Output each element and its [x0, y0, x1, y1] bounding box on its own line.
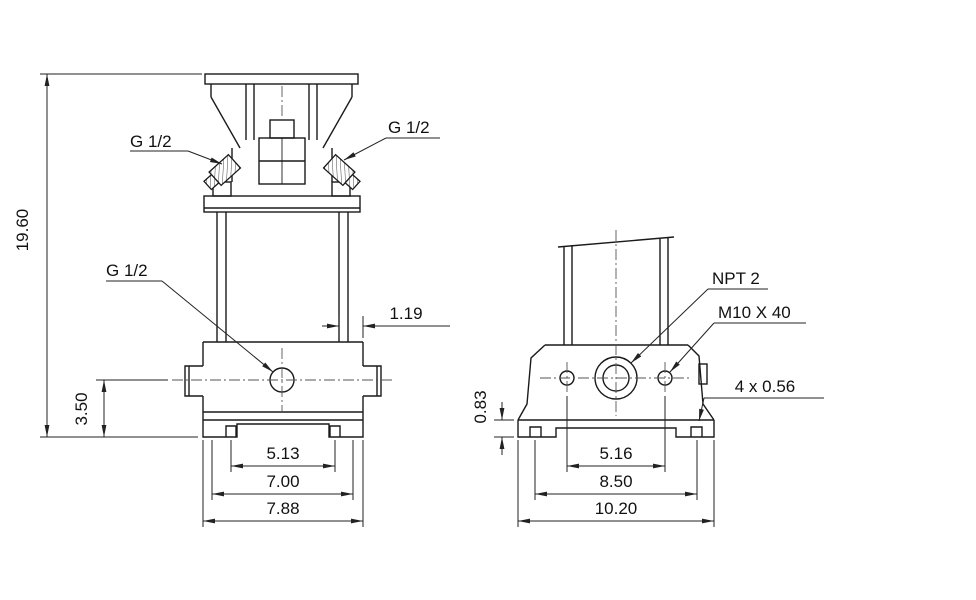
dim-port-bolt-span: 5.16 — [599, 444, 632, 463]
feet — [202, 412, 364, 438]
side-feet — [517, 420, 715, 438]
front-centerlines — [172, 86, 392, 412]
side-dimensions — [494, 288, 824, 527]
front-pump-outline — [184, 73, 382, 438]
dim-foot-height: 0.83 — [471, 390, 490, 423]
dim-port-center-height: 3.50 — [72, 392, 91, 425]
break-line — [557, 236, 675, 248]
dim-foot-slot-span: 5.13 — [266, 444, 299, 463]
right-port — [363, 365, 382, 397]
side-view: 0.83 5.16 8.50 10.20 NPT 2 M10 X 40 4 x … — [471, 230, 824, 527]
label-plug-right: G 1/2 — [388, 118, 430, 137]
front-view: 19.60 3.50 1.19 5.13 7.00 7.88 G 1/2 G 1… — [13, 73, 450, 527]
label-plug-left: G 1/2 — [130, 132, 172, 151]
motor-top-plate — [204, 73, 359, 85]
left-port — [184, 365, 203, 397]
left-plug — [200, 153, 242, 193]
dim-overall-height: 19.60 — [13, 209, 32, 252]
right-plug — [322, 153, 364, 193]
label-port-thread: NPT 2 — [712, 269, 760, 288]
side-centerlines — [540, 230, 692, 416]
dim-base-width-side: 10.20 — [595, 499, 638, 518]
side-dimension-labels: 0.83 5.16 8.50 10.20 NPT 2 M10 X 40 4 x … — [471, 269, 795, 518]
dim-inner-span: 7.00 — [266, 472, 299, 491]
label-drain-plug: G 1/2 — [106, 261, 148, 280]
dim-base-width: 7.88 — [266, 499, 299, 518]
shaft-block — [269, 119, 295, 139]
dim-wall-offset: 1.19 — [389, 304, 422, 323]
head-flange — [203, 195, 361, 213]
dim-foot-slot-span-side: 8.50 — [599, 472, 632, 491]
front-dimensions — [40, 73, 450, 527]
label-foot-holes: 4 x 0.56 — [735, 377, 796, 396]
label-stud: M10 X 40 — [718, 303, 791, 322]
stud-boss — [698, 363, 708, 385]
front-dimension-labels: 19.60 3.50 1.19 5.13 7.00 7.88 G 1/2 G 1… — [13, 118, 430, 518]
